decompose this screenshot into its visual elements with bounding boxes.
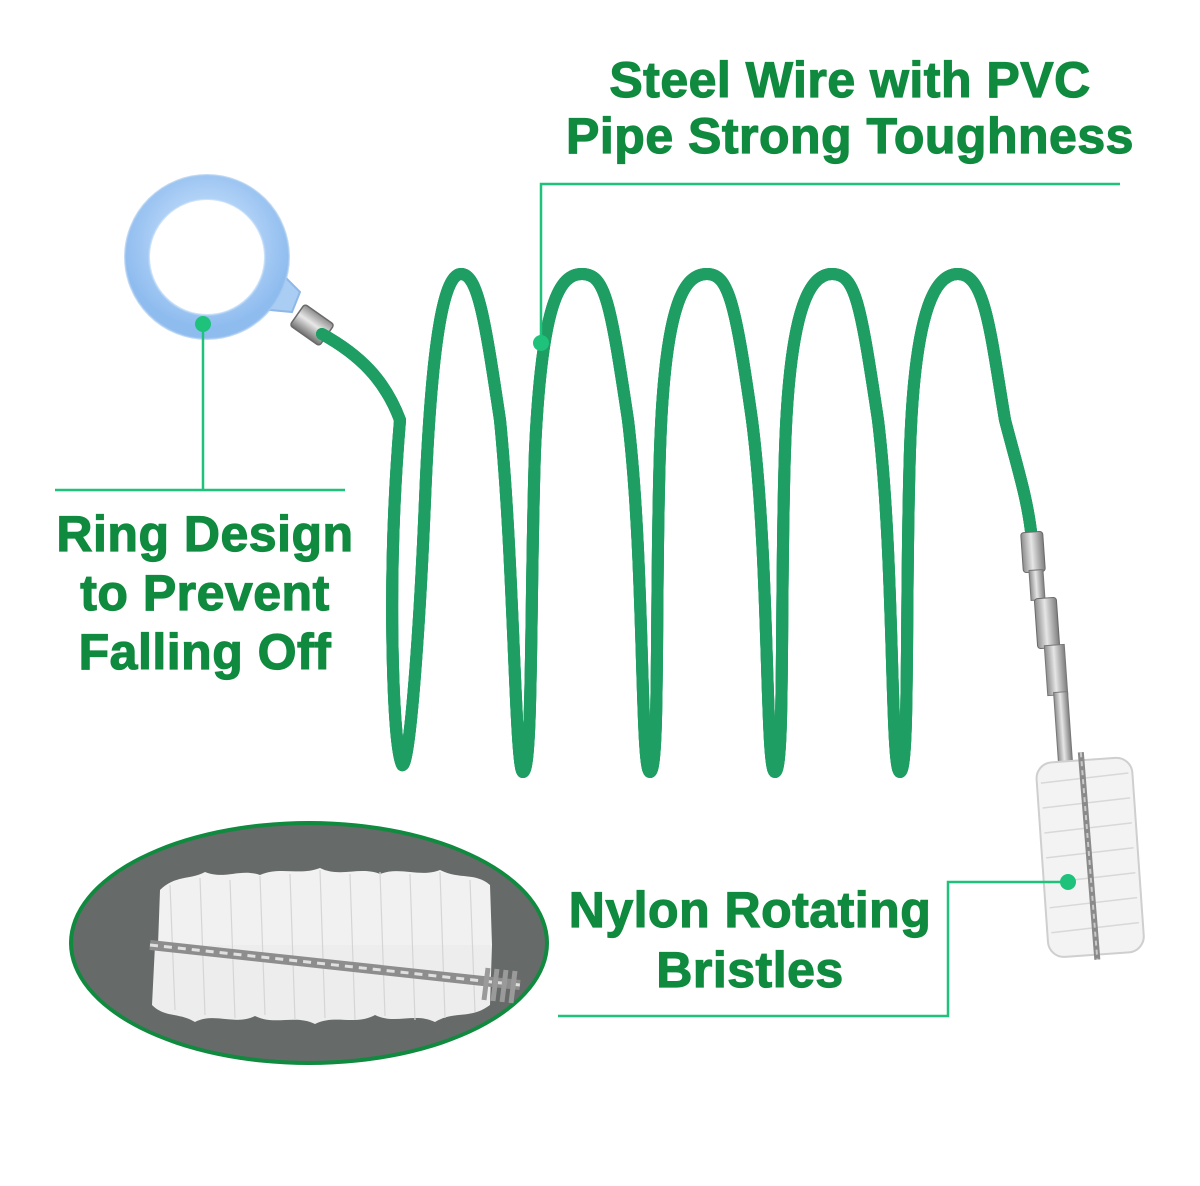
ring-design-label-line2: to Prevent [80,564,330,621]
finger-ring-icon [124,174,302,340]
nylon-bristles-label-line2: Bristles [656,941,844,998]
bristles-callout-dot [1060,874,1076,890]
callout-lines [55,182,1120,1018]
callout-dots [195,316,1076,890]
ring-callout-dot [195,316,211,332]
ring-design-label-line1: Ring Design [56,505,354,562]
nylon-brush-icon [1035,752,1145,960]
steel-wire-callout-dot [533,335,549,351]
metal-rod [1020,530,1073,763]
steel-wire-label: Steel Wire with PVC Pipe Strong Toughnes… [520,51,1180,164]
steel-wire-label-line1: Steel Wire with PVC [609,51,1091,108]
nylon-bristles-label-line1: Nylon Rotating [568,881,932,938]
coiled-steel-wire [316,268,1038,778]
ring-design-label-line3: Falling Off [78,623,332,680]
steel-wire-label-line2: Pipe Strong Toughness [565,107,1134,164]
ring-design-label: Ring Design to Prevent Falling Off [40,505,370,682]
brush-closeup-inset [69,821,549,1065]
nylon-bristles-label: Nylon Rotating Bristles [545,880,955,1000]
